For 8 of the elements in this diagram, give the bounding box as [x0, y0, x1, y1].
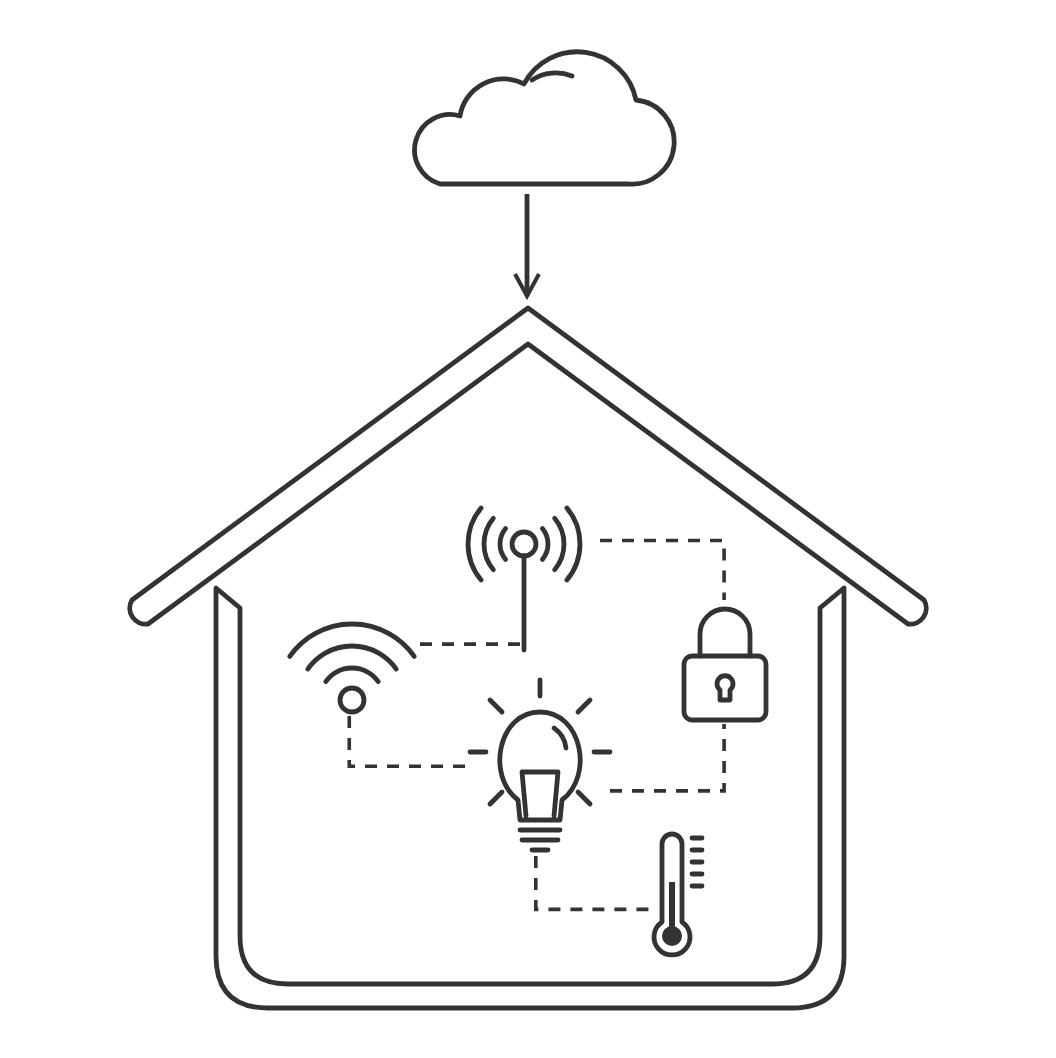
dashed-connector — [420, 642, 526, 650]
dashed-connector — [534, 856, 650, 912]
dashed-connector — [347, 716, 470, 769]
bulb-icon — [470, 680, 610, 856]
thermometer-icon — [650, 830, 706, 956]
dashed-connector — [610, 724, 726, 793]
arrow — [513, 194, 541, 298]
dashed-connector — [600, 538, 726, 600]
